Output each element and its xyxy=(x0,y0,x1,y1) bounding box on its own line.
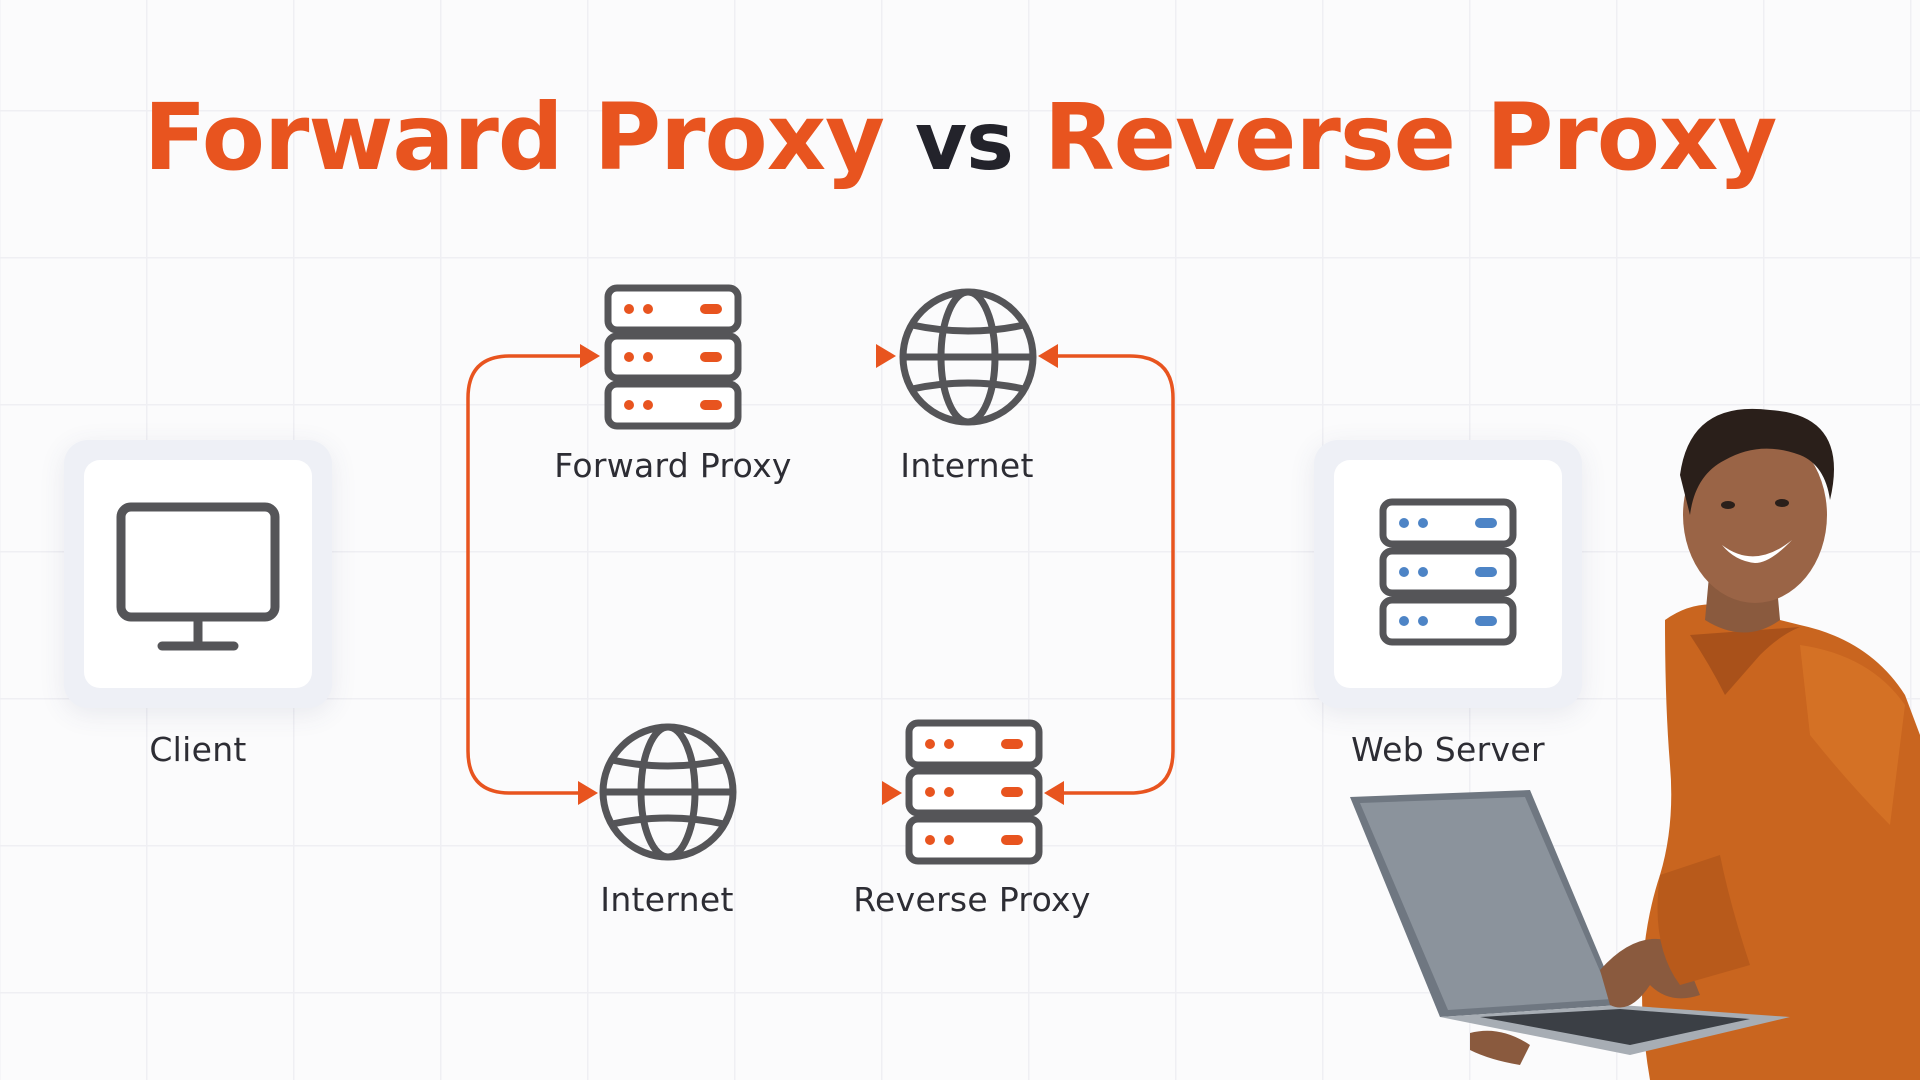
web-server-card xyxy=(1314,440,1582,708)
label-client: Client xyxy=(149,730,247,769)
server-icon xyxy=(905,719,1043,865)
label-reverse-proxy: Reverse Proxy xyxy=(853,880,1091,919)
server-icon xyxy=(604,284,742,430)
arrow-web-to-internet-top xyxy=(1038,344,1058,368)
connector-left-bracket xyxy=(466,354,588,795)
arrow-to-forward-proxy xyxy=(580,344,600,368)
label-internet-top: Internet xyxy=(900,446,1034,485)
title-reverse-proxy: Reverse Proxy xyxy=(1043,84,1777,191)
connector-right-bracket xyxy=(1054,354,1175,795)
title-vs: vs xyxy=(915,95,1014,188)
title-forward-proxy: Forward Proxy xyxy=(143,84,885,191)
person-with-laptop-image xyxy=(1350,408,1920,1080)
globe-icon xyxy=(899,288,1037,426)
label-web-server: Web Server xyxy=(1351,730,1545,769)
monitor-icon xyxy=(116,502,280,651)
page-title: Forward Proxy vs Reverse Proxy xyxy=(0,78,1920,202)
label-forward-proxy: Forward Proxy xyxy=(554,446,792,485)
server-icon xyxy=(1379,498,1517,646)
arrow-to-reverse-proxy xyxy=(882,781,902,805)
arrow-to-internet-bottom xyxy=(578,781,598,805)
client-card xyxy=(64,440,332,708)
globe-icon xyxy=(599,723,737,861)
arrow-to-internet-top xyxy=(876,344,896,368)
arrow-web-to-reverse-proxy xyxy=(1044,781,1064,805)
label-internet-bottom: Internet xyxy=(600,880,734,919)
